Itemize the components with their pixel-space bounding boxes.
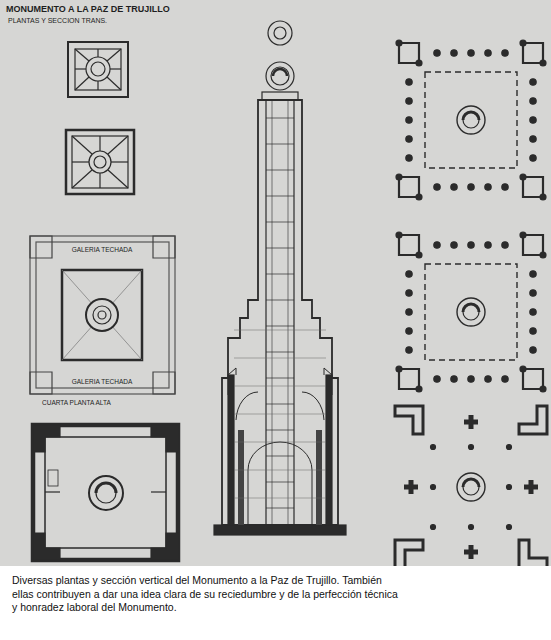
drawing-label: GALERIA TECHADA	[70, 246, 135, 253]
plan-fourth-floor	[30, 236, 175, 394]
plan-ground-floor	[33, 425, 178, 560]
drawing-label: PLANTAS Y SECCION TRANS.	[6, 17, 109, 24]
vertical-section	[214, 92, 346, 535]
sheet-title: MONUMENTO A LA PAZ DE TRUJILLO	[6, 4, 170, 14]
right-plans	[395, 40, 547, 566]
architectural-drawing	[0, 0, 551, 566]
drawing-label: GALERIA TECHADA	[70, 378, 135, 385]
plan-top	[68, 42, 128, 97]
plan-roof	[66, 130, 134, 194]
drawing-label: CUARTA PLANTA ALTA	[40, 399, 113, 406]
drawing-sheet	[0, 0, 551, 566]
figure-caption: Diversas plantas y sección vertical del …	[12, 574, 404, 615]
lantern-plans	[266, 21, 294, 90]
